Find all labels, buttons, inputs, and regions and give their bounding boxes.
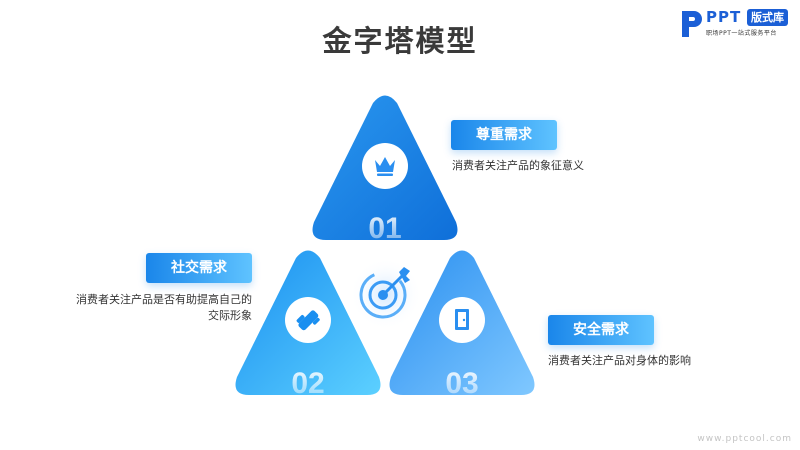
desc-level-1: 消费者关注产品的象征意义 — [452, 159, 584, 172]
logo-brand-text: PPT — [706, 8, 742, 26]
level-3-number: 03 — [445, 367, 478, 400]
logo-tagline: 职场PPT一站式服务平台 — [706, 30, 777, 37]
brand-logo: PPT 版式库 职场PPT一站式服务平台 — [680, 6, 795, 42]
logo-p-icon — [682, 11, 702, 37]
level-2-number: 02 — [291, 367, 324, 400]
pyramid-level-3: 03 — [389, 250, 535, 400]
tag-level-1: 尊重需求 — [451, 120, 557, 150]
tag-level-3: 安全需求 — [548, 315, 654, 345]
pyramid-level-1: 01 — [312, 95, 458, 245]
desc-level-3: 消费者关注产品对身体的影响 — [548, 354, 691, 367]
logo-badge: 版式库 — [747, 9, 788, 26]
watermark: www.pptcool.com — [697, 434, 792, 444]
level-1-number: 01 — [368, 212, 401, 245]
door-icon — [455, 309, 469, 330]
pyramid-level-2: 02 — [235, 250, 381, 400]
page-title: 金字塔模型 — [322, 24, 478, 58]
crown-icon — [375, 157, 395, 176]
tag-level-2: 社交需求 — [146, 253, 252, 283]
desc-level-2: 消费者关注产品是否有助提高自己的交际形象 — [76, 293, 252, 322]
target-arrow-icon — [350, 258, 422, 330]
handshake-icon — [296, 310, 320, 331]
